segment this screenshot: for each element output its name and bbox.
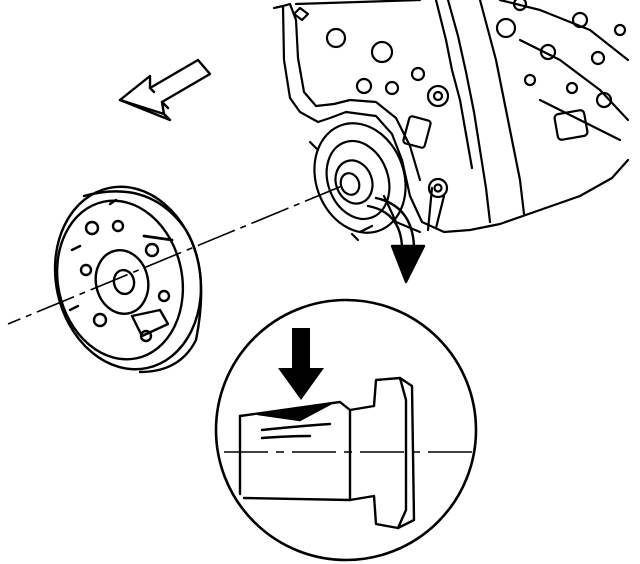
crankshaft-centerline xyxy=(7,185,343,325)
detail-view xyxy=(214,298,478,562)
inspection-point-arrow-icon xyxy=(278,328,324,400)
crankshaft-nose xyxy=(308,122,407,242)
removal-direction-arrow-icon xyxy=(118,58,212,122)
engine-block xyxy=(272,0,630,234)
harmonic-balancer xyxy=(53,185,203,374)
detail-callout-arrow-icon xyxy=(366,196,426,284)
